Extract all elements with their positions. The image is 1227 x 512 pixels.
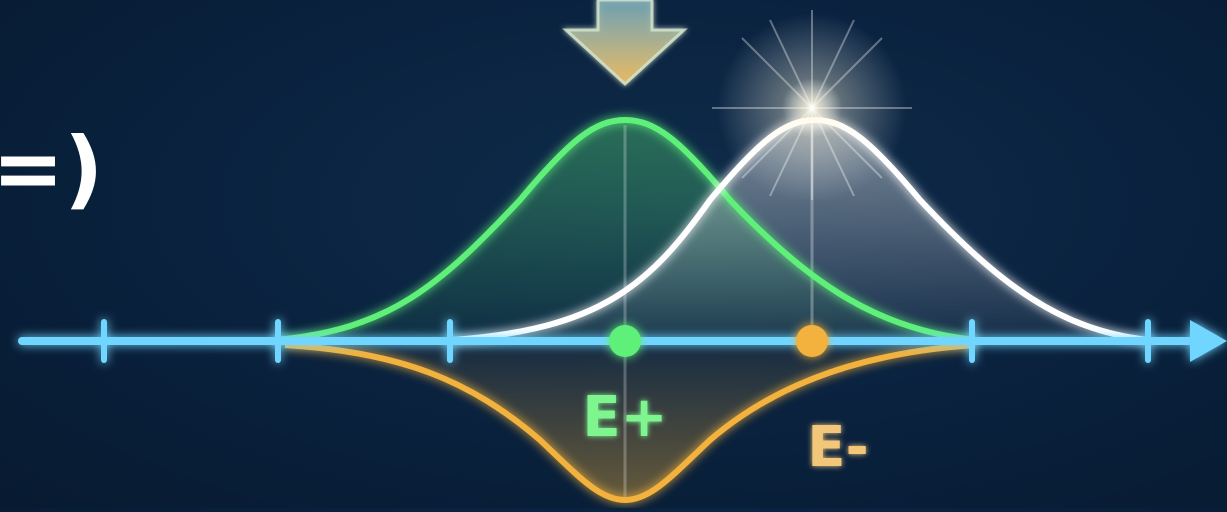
e-minus-label: E- — [807, 415, 869, 480]
green-curve — [274, 116, 976, 343]
orange-curve — [284, 342, 976, 504]
partial-symbol: =) — [0, 119, 103, 219]
e-plus-label: E+ — [582, 385, 667, 450]
axis-arrowhead — [1190, 320, 1227, 362]
e-minus-marker — [796, 325, 828, 357]
down-arrow-icon — [562, 0, 688, 87]
light-flare-icon — [712, 10, 912, 203]
e-plus-marker — [609, 325, 641, 357]
white-curve-fill — [450, 120, 1148, 340]
